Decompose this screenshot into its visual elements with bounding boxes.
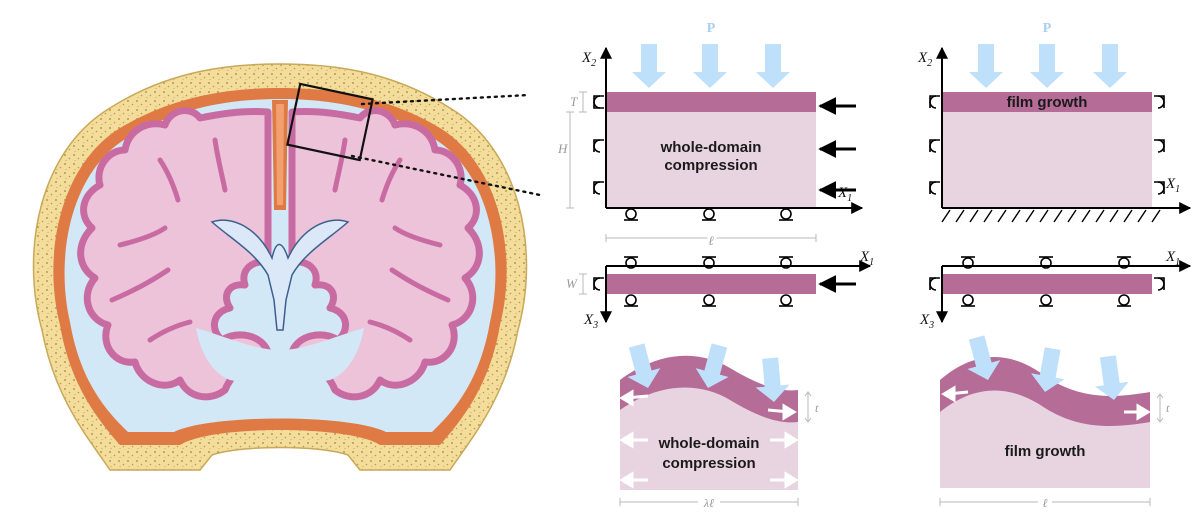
load-arrow — [1093, 44, 1127, 88]
axis-x1-label: X1 — [837, 185, 852, 204]
axis-x2-label: X2 — [581, 50, 596, 69]
dim-t — [1156, 393, 1164, 423]
zoom-line-bottom — [350, 154, 542, 197]
dim-T-label: T — [570, 94, 578, 109]
dim-W-label: W — [566, 276, 578, 291]
dim-t-label: t — [815, 401, 819, 415]
brain-cross-section — [32, 63, 542, 471]
deformed-growth: film growth t ℓ — [939, 333, 1170, 510]
dim-t-label: t — [1166, 401, 1170, 415]
strain-arrows — [941, 385, 1151, 421]
load-arrow — [1030, 44, 1064, 88]
strain-arrows — [619, 389, 799, 489]
axis-x1-label: X1 — [1165, 176, 1180, 195]
axis-x1-top-label: X1 — [859, 249, 874, 268]
load-arrow — [1091, 354, 1131, 403]
dim-T — [579, 91, 587, 113]
film-growth-label: film growth — [1005, 443, 1086, 460]
axis-x3-label: X3 — [919, 312, 934, 331]
compression-arrows — [818, 97, 856, 199]
film-layer — [942, 92, 1152, 112]
load-arrow — [756, 44, 790, 88]
dim-length — [605, 234, 817, 242]
zoom-box — [286, 82, 374, 162]
top-view-rollers — [929, 256, 1165, 307]
load-arrow — [693, 44, 727, 88]
load-label: P — [1043, 21, 1052, 36]
sulci — [109, 137, 451, 343]
dim-t — [804, 391, 812, 423]
panel-compression: P whole-domain compression X2 X1 — [557, 21, 874, 331]
axis-x2-label: X2 — [917, 50, 932, 69]
dim-H-label: H — [557, 141, 568, 156]
deformed-compression: whole-domain compression t λℓ — [619, 341, 819, 510]
dim-length-label: λℓ — [703, 496, 714, 510]
basal-cistern — [196, 328, 364, 385]
label-line1: whole-domain — [658, 435, 760, 452]
substrate-block — [942, 110, 1152, 208]
deformed-substrate — [940, 368, 1150, 488]
ventricles — [210, 219, 350, 331]
film-top-view — [606, 274, 816, 294]
deformed-film — [620, 355, 798, 423]
load-arrow — [969, 44, 1003, 88]
fixed-support — [941, 209, 1161, 223]
label-line2: compression — [664, 157, 757, 174]
load-label: P — [707, 21, 716, 36]
panel-growth: P film growth X2 X1 — [917, 21, 1192, 331]
dim-H — [566, 111, 574, 209]
axis-x3-label: X3 — [583, 312, 598, 331]
dim-length-label: ℓ — [1043, 496, 1048, 510]
left-rollers — [593, 95, 604, 195]
dim-W — [579, 273, 587, 295]
top-view-rollers — [593, 256, 793, 307]
dim-length-label: ℓ — [708, 233, 714, 248]
label-line2: compression — [662, 455, 755, 472]
film-layer — [606, 92, 816, 112]
film-growth-label: film growth — [1007, 94, 1088, 111]
film-top-view — [942, 274, 1152, 294]
zoom-line-top — [360, 93, 530, 106]
bottom-rollers — [624, 208, 793, 221]
axis-x1-top-label: X1 — [1165, 249, 1180, 268]
label-line1: whole-domain — [660, 139, 762, 156]
substrate-block — [606, 110, 816, 208]
side-rollers — [929, 95, 1165, 195]
load-arrow — [632, 44, 666, 88]
